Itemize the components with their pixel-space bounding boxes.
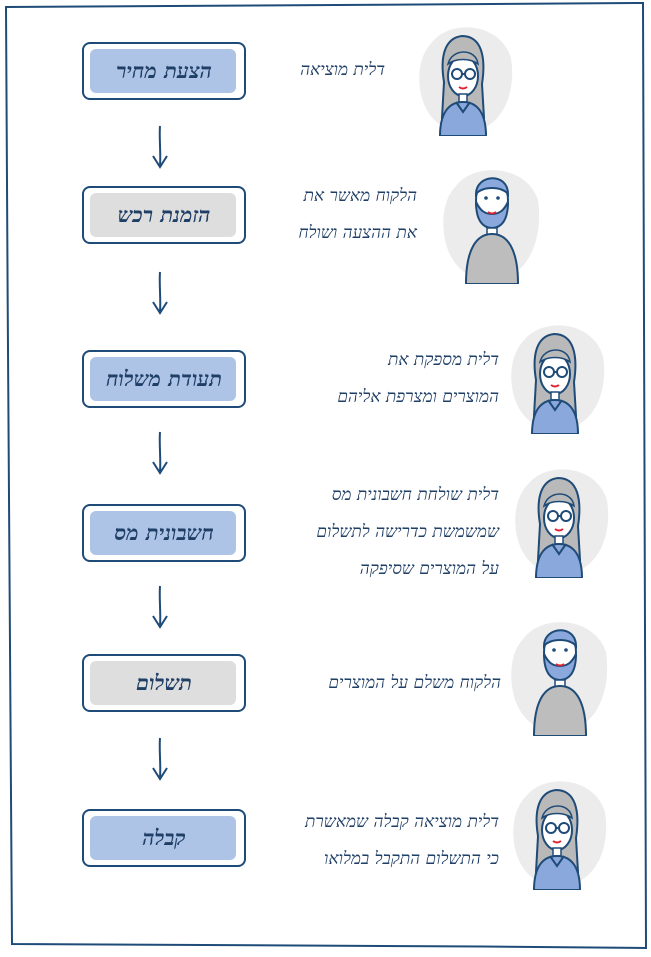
dalit-avatar-icon	[414, 18, 516, 136]
stage-label: קבלה	[84, 811, 244, 865]
step-description: הלקוח משלם על המוצרים	[328, 665, 501, 702]
stage-box-tax-invoice: חשבונית מס	[82, 504, 246, 562]
description-line: כי התשלום התקבל במלואו	[305, 841, 499, 878]
stage-label: הזמנת רכש	[84, 188, 244, 242]
stage-box-payment: תשלום	[82, 654, 246, 712]
customer-avatar-icon	[440, 158, 544, 284]
flow-arrow	[150, 270, 170, 316]
dalit-avatar-icon	[510, 460, 612, 578]
description-line: על המוצרים שסיפקה	[316, 551, 499, 588]
description-line: את ההצעה ושולח	[298, 215, 417, 252]
description-line: הלקוח מאשר את	[298, 178, 417, 215]
flow-arrow	[150, 124, 170, 170]
stage-label: תעודת משלוח	[84, 352, 244, 406]
dalit-avatar-icon	[508, 772, 610, 890]
dalit-avatar-icon	[506, 316, 608, 434]
stage-box-delivery-note: תעודת משלוח	[82, 350, 246, 408]
flow-arrow	[150, 736, 170, 782]
step-description: דלית מוציאה קבלה שמאשרת כי התשלום התקבל …	[305, 804, 499, 878]
description-line: דלית מוציאה קבלה שמאשרת	[305, 804, 499, 841]
step-description: דלית מוציאה	[300, 52, 385, 89]
step-description: הלקוח מאשר את את ההצעה ושולח	[298, 178, 417, 252]
stage-box-receipt: קבלה	[82, 809, 246, 867]
step-description: דלית מספקת את המוצרים ומצרפת אליהם	[337, 342, 499, 416]
description-line: דלית שולחת חשבונית מס	[316, 477, 499, 514]
description-line: שמשמשת כדרישה לתשלום	[316, 514, 499, 551]
flow-arrow	[150, 584, 170, 630]
stage-box-purchase-order: הזמנת רכש	[82, 186, 246, 244]
stage-label: הצעת מחיר	[84, 44, 244, 98]
stage-label: חשבונית מס	[84, 506, 244, 560]
description-line: הלקוח משלם על המוצרים	[328, 665, 501, 702]
description-line: דלית מוציאה	[300, 52, 385, 89]
stage-label: תשלום	[84, 656, 244, 710]
stage-box-price-quote: הצעת מחיר	[82, 42, 246, 100]
description-line: המוצרים ומצרפת אליהם	[337, 379, 499, 416]
flow-arrow	[150, 430, 170, 476]
step-description: דלית שולחת חשבונית מס שמשמשת כדרישה לתשל…	[316, 477, 499, 588]
customer-avatar-icon	[508, 610, 612, 736]
description-line: דלית מספקת את	[337, 342, 499, 379]
